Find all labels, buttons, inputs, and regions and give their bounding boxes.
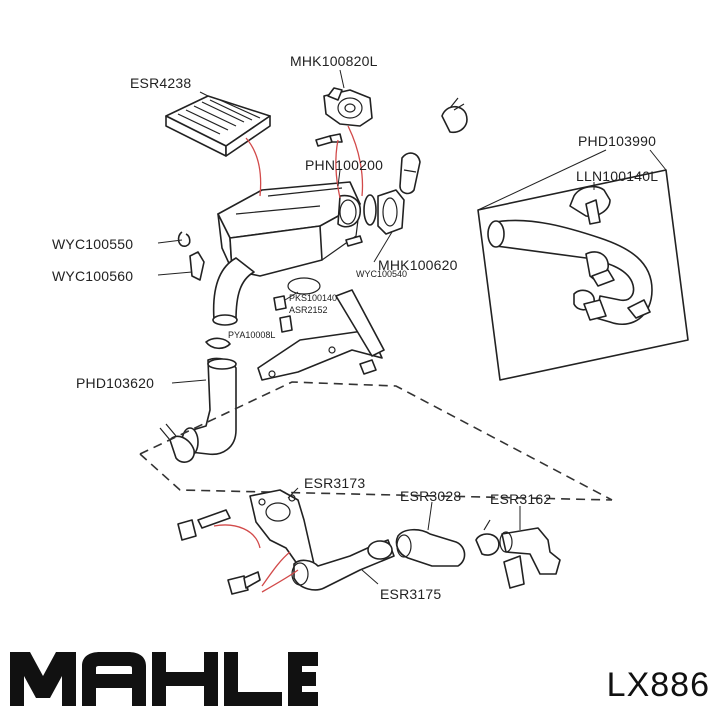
retaining-clips: [177, 231, 205, 281]
label-phn100200: PHN100200: [305, 157, 384, 173]
label-mhk100620: MHK100620: [378, 257, 458, 273]
mounting-bracket: [257, 289, 385, 381]
model-number: LX886: [606, 666, 710, 704]
air-filter-element: [165, 95, 271, 157]
leader-lines: [157, 69, 595, 585]
label-esr3028: ESR3028: [400, 488, 462, 504]
coolant-pipe: [291, 539, 395, 591]
leader-lines-red: [213, 125, 364, 593]
intake-hose: [181, 357, 237, 457]
label-esr3175: ESR3175: [380, 586, 442, 602]
thermostat-housing: [249, 489, 315, 569]
hose-clamp-lower: [159, 423, 195, 463]
air-box: [217, 181, 362, 277]
bolt-lower: [227, 571, 261, 595]
label-esr3162: ESR3162: [490, 491, 552, 507]
label-esr4238: ESR4238: [130, 75, 192, 91]
screw-top: [315, 133, 343, 147]
label-phd103990: PHD103990: [578, 133, 657, 149]
hose-clamp-phn: [399, 152, 421, 195]
label-lln100140l: LLN100140L: [576, 168, 659, 184]
label-phd103620: PHD103620: [76, 375, 155, 391]
maf-adaptor: [377, 189, 405, 235]
inset-box: [477, 149, 689, 381]
label-wyc100560: WYC100560: [52, 268, 134, 284]
label-wyc100550: WYC100550: [52, 236, 134, 252]
maf-sensor: [323, 87, 373, 127]
coolant-tee: [499, 527, 561, 589]
airbox-outlet-elbow: [212, 257, 255, 326]
o-ring: [363, 194, 377, 226]
mounting-bushes: [273, 277, 321, 333]
label-esr3173: ESR3173: [304, 475, 366, 491]
label-pya10008l: PYA10008L: [228, 330, 276, 340]
seal-wyc100540: [345, 235, 363, 247]
dashed-boundary: [139, 381, 613, 501]
mahle-logo: [10, 652, 318, 706]
hose-clip-top: [441, 97, 468, 134]
label-wyc100540: WYC100540: [356, 269, 408, 279]
coolant-hose: [395, 528, 466, 567]
label-mhk100820l: MHK100820L: [290, 53, 378, 69]
label-pks100140: PKS100140: [289, 293, 338, 303]
label-asr2152: ASR2152: [289, 305, 328, 315]
clip-pya10008l: [205, 337, 231, 350]
bushing-and-pin: [177, 509, 231, 541]
hose-clamp-esr: [475, 519, 500, 556]
